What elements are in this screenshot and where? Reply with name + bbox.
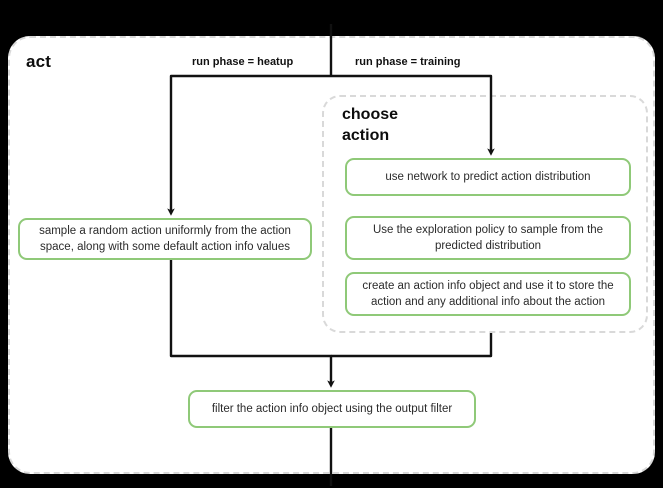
node-filter-action-info-label: filter the action info object using the … [211, 402, 453, 415]
node-exploration-policy-sample[interactable]: Use the exploration policy to sample fro… [345, 216, 631, 260]
edge-sample-to-filter [169, 260, 335, 388]
edge-label-heatup: run phase = heatup [192, 56, 294, 68]
node-sample-random-action[interactable]: sample a random action uniformly from th… [18, 218, 312, 260]
group-choose-action-title-line-1: choose [342, 106, 399, 123]
node-use-network-predict-label: use network to predict action distributi… [385, 170, 591, 183]
edge-training [331, 74, 495, 156]
node-filter-action-info[interactable]: filter the action info object using the … [188, 390, 476, 428]
edge-heatup [167, 74, 331, 216]
group-choose-action-title: choose action [342, 104, 462, 146]
node-create-action-info-label: create an action info object and use it … [362, 279, 614, 308]
node-use-network-predict[interactable]: use network to predict action distributi… [345, 158, 631, 196]
edge-choose-to-filter [331, 333, 493, 358]
node-sample-random-action-label: sample a random action uniformly from th… [39, 224, 291, 253]
edge-label-training: run phase = training [355, 56, 461, 68]
group-act-title: act [26, 52, 52, 71]
group-choose-action-title-line-2: action [342, 127, 390, 145]
node-exploration-policy-sample-label: Use the exploration policy to sample fro… [372, 223, 604, 252]
node-create-action-info[interactable]: create an action info object and use it … [345, 272, 631, 316]
